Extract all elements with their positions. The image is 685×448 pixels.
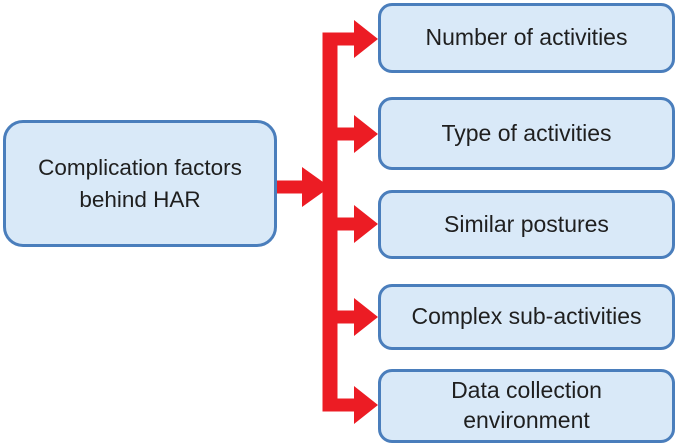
factor-node-type-of-activities: Type of activities	[378, 97, 675, 170]
factor-node-label: Complex sub-activities	[411, 303, 642, 330]
factor-node-data-collection-environment: Data collection environment	[378, 369, 675, 443]
root-arrow	[277, 167, 330, 207]
factor-node-label: Data collection environment	[451, 377, 602, 433]
root-node-label: Complication factors behind HAR	[38, 155, 242, 212]
factor-node-label: Number of activities	[425, 24, 628, 51]
arrow-to-factor-3	[330, 205, 378, 243]
factor-node-number-of-activities: Number of activities	[378, 3, 675, 73]
arrow-to-factor-1	[330, 20, 378, 58]
factor-node-label: Type of activities	[441, 119, 612, 146]
factor-node-complex-sub-activities: Complex sub-activities	[378, 284, 675, 350]
arrow-to-factor-4	[330, 298, 378, 336]
arrow-to-factor-2	[330, 115, 378, 153]
root-node-complication-factors: Complication factors behind HAR	[3, 120, 277, 247]
factor-node-similar-postures: Similar postures	[378, 190, 675, 259]
arrow-to-factor-5	[330, 386, 378, 424]
factor-node-label: Similar postures	[444, 210, 609, 237]
